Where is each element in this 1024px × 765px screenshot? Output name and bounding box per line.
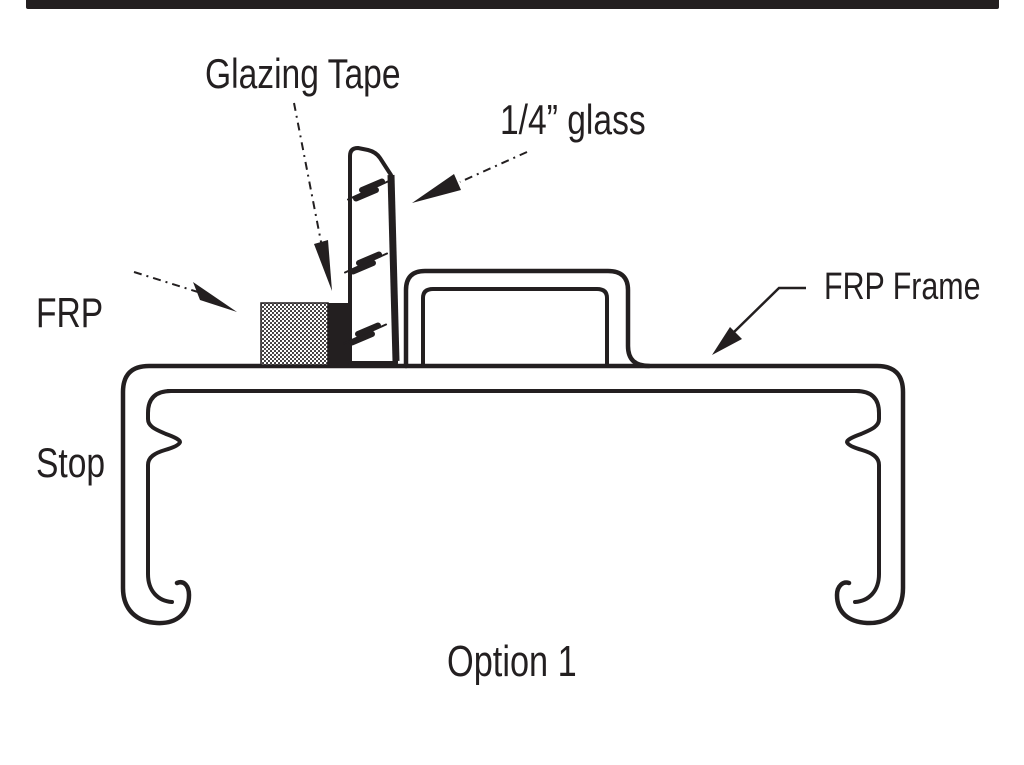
glazing-tape-strip <box>328 303 350 365</box>
glass-arrowhead-icon <box>412 174 461 203</box>
label-frp-stop-line2: Stop <box>36 439 106 486</box>
frame-inner-left-leg <box>146 389 182 604</box>
frp-frame-profile <box>120 268 906 626</box>
glass-leader-line <box>459 151 528 183</box>
glazing-leg-bump-outer <box>403 268 652 369</box>
glazing-leg-bump-inner <box>421 287 609 366</box>
label-frp-stop-line1: FRP <box>36 289 104 336</box>
label-frp-frame: FRP Frame <box>824 266 981 308</box>
frp-stop-block <box>260 302 329 366</box>
frame-inner-right-leg <box>845 389 881 604</box>
label-frp-stop: FRP Stop <box>36 188 105 588</box>
glazing-tape-leader-line <box>293 102 323 248</box>
label-glass: 1/4” glass <box>500 96 646 143</box>
label-glazing-tape: Glazing Tape <box>205 50 401 97</box>
frp-stop-arrowhead-icon <box>193 282 237 312</box>
frp-frame-arrowhead-icon <box>712 327 742 355</box>
frame-outer-contour <box>120 363 906 626</box>
glazing-tape-arrowhead-icon <box>314 240 332 291</box>
glass-pane <box>343 146 400 365</box>
glass-edge-thick <box>387 174 400 362</box>
top-border-bar <box>26 0 999 9</box>
caption-option-1: Option 1 <box>447 637 577 686</box>
frp-stop-leader-line <box>133 271 199 293</box>
frp-frame-leader-line <box>732 286 806 334</box>
glass-break-marks <box>343 178 391 346</box>
callout-leaders <box>133 102 806 355</box>
